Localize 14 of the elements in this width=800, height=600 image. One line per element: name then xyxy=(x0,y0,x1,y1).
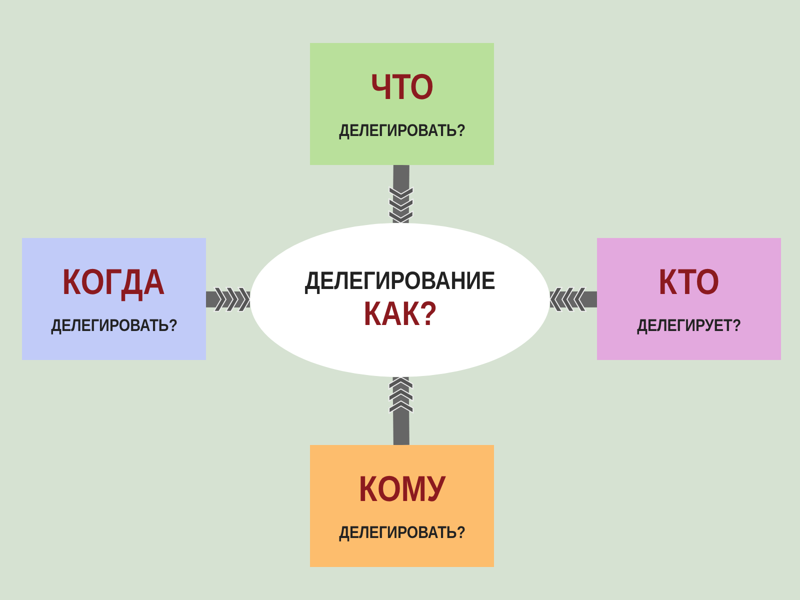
question-box xyxy=(597,238,781,360)
heading-text: КТО xyxy=(658,262,720,302)
subheading-text: ДЕЛЕГИРОВАТЬ? xyxy=(50,316,178,336)
heading-text: ЧТО xyxy=(370,67,434,107)
subheading-text: ДЕЛЕГИРОВАТЬ? xyxy=(338,120,466,141)
subheading-text: ДЕЛЕГИРОВАТЬ? xyxy=(338,522,466,543)
subheading-text: ДЕЛЕГИРОВАНИЕ xyxy=(304,266,496,296)
heading-text: КАК? xyxy=(363,296,437,334)
subheading-text: ДЕЛЕГИРУЕТ? xyxy=(637,316,741,336)
question-box xyxy=(310,43,494,165)
question-box xyxy=(22,238,206,360)
heading-text: КОГДА xyxy=(62,262,166,302)
question-box xyxy=(310,445,494,567)
heading-text: КОМУ xyxy=(358,469,446,509)
